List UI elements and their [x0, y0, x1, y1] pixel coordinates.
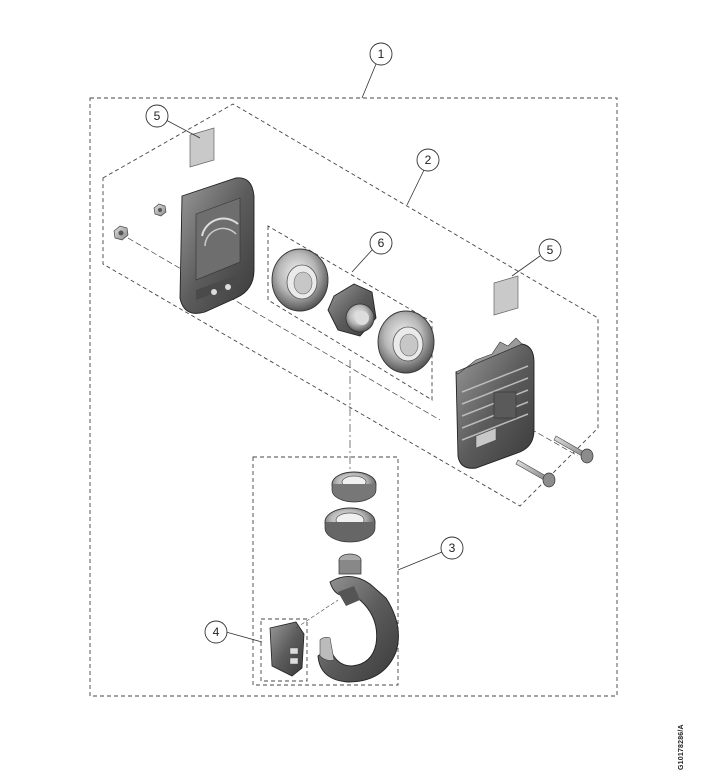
safety-latch — [269, 621, 305, 677]
label-plate-right — [493, 275, 519, 316]
bolt-lower — [515, 459, 556, 488]
svg-text:5: 5 — [154, 109, 161, 123]
axis-line-left — [127, 237, 441, 421]
leader-latch-to-hook — [295, 599, 339, 629]
hook — [317, 553, 399, 683]
callout-5-left: 5 — [145, 104, 169, 128]
svg-text:6: 6 — [378, 236, 385, 250]
svg-text:3: 3 — [449, 541, 456, 555]
bearing-left — [271, 248, 329, 312]
callout-5-right: 5 — [538, 238, 562, 262]
side-housing-right — [455, 337, 535, 469]
assembly-4-boundary — [260, 618, 308, 682]
callout-2: 2 — [416, 148, 440, 172]
assembly-2-boundary — [102, 103, 599, 507]
nut-small — [153, 203, 167, 217]
callout-1: 1 — [369, 42, 393, 66]
leader-5-right — [511, 255, 541, 277]
leader-6 — [351, 249, 373, 273]
leader-5-left — [165, 119, 201, 139]
svg-text:5: 5 — [547, 243, 554, 257]
leader-4 — [225, 631, 263, 643]
assembly-6-boundary — [267, 225, 433, 401]
assembly-1-boundary — [89, 97, 618, 697]
assembly-3-boundary — [252, 456, 399, 686]
side-plate-left — [179, 177, 255, 314]
leader-3 — [397, 551, 443, 571]
bolt-upper — [553, 435, 594, 464]
thrust-bearing-upper — [331, 471, 377, 503]
callout-6: 6 — [369, 231, 393, 255]
svg-text:2: 2 — [425, 153, 432, 167]
callout-4: 4 — [204, 620, 228, 644]
nut-large — [113, 225, 129, 241]
document-id-text: G10178286/A — [678, 724, 685, 770]
leader-1 — [361, 63, 377, 99]
label-plate-left — [189, 127, 215, 168]
document-id: G10178286/A — [676, 712, 692, 772]
sheave-hub — [327, 283, 377, 337]
svg-text:1: 1 — [378, 47, 385, 61]
leader-2 — [406, 169, 425, 206]
thrust-bearing-lower — [324, 507, 376, 543]
svg-text:4: 4 — [213, 625, 220, 639]
bearing-right — [377, 310, 435, 374]
callout-3: 3 — [440, 536, 464, 560]
